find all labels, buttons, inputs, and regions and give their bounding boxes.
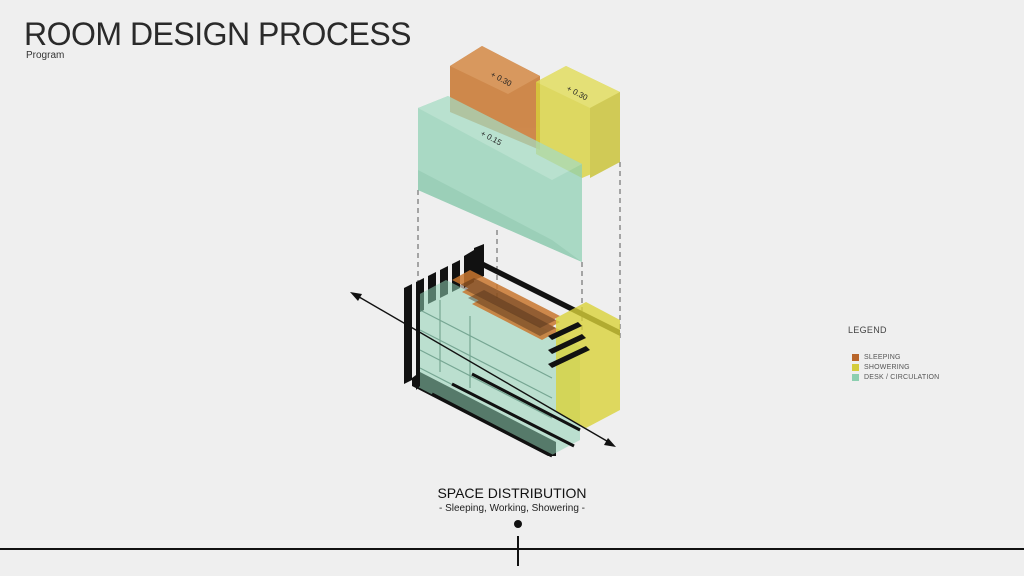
- legend-swatch-sleeping: [852, 353, 859, 361]
- page-title: ROOM DESIGN PROCESS: [24, 16, 412, 52]
- circulation-arrow: [350, 292, 616, 447]
- legend: SLEEPING SHOWERING DESK / CIRCULATION: [852, 352, 939, 382]
- legend-item-desk: DESK / CIRCULATION: [852, 372, 939, 382]
- legend-title: LEGEND: [848, 325, 887, 335]
- legend-item-sleeping: SLEEPING: [852, 352, 939, 362]
- room-model: [404, 244, 620, 458]
- caption-title: SPACE DISTRIBUTION: [437, 485, 587, 501]
- legend-label: SLEEPING: [864, 353, 901, 361]
- desk-volume: [418, 96, 582, 262]
- caption-subtitle: - Sleeping, Working, Showering -: [439, 503, 585, 514]
- timeline-marker[interactable]: [514, 520, 522, 528]
- legend-label: DESK / CIRCULATION: [864, 373, 940, 381]
- legend-swatch-showering: [852, 363, 859, 371]
- legend-label: SHOWERING: [864, 363, 910, 371]
- showering-volume: [536, 66, 620, 178]
- legend-item-showering: SHOWERING: [852, 362, 939, 372]
- legend-swatch-desk: [852, 373, 859, 381]
- timeline-tick: [517, 536, 519, 566]
- timeline-line: [0, 548, 1024, 550]
- sleeping-volume: [450, 46, 540, 150]
- page-subtitle: Program: [26, 50, 65, 61]
